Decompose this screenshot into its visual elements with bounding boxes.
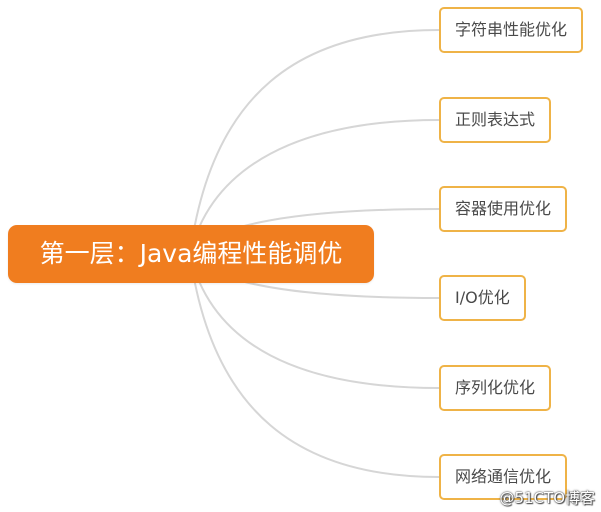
child-node-label: 字符串性能优化 [455,20,568,39]
child-node-container-optimization[interactable]: 容器使用优化 [439,186,568,232]
connector-line [189,29,440,255]
child-node-serialization-optimization[interactable]: 序列化优化 [439,365,552,411]
root-node[interactable]: 第一层：Java编程性能调优 [8,225,374,283]
connector-line [189,253,440,478]
child-node-label: 正则表达式 [455,110,536,129]
root-node-label: 第一层：Java编程性能调优 [39,239,343,268]
child-node-label: 序列化优化 [455,378,536,397]
child-node-label: 网络通信优化 [455,467,552,486]
child-node-regex[interactable]: 正则表达式 [439,97,552,143]
child-node-label: I/O优化 [455,288,510,307]
child-node-network-optimization[interactable]: 网络通信优化 [439,454,568,500]
connector-line [189,253,440,389]
child-node-string-optimization[interactable]: 字符串性能优化 [439,7,584,53]
watermark: @51CTO博客 [499,489,595,507]
child-node-io-optimization[interactable]: I/O优化 [439,275,526,321]
child-node-label: 容器使用优化 [455,199,552,218]
connector-line [189,119,440,255]
